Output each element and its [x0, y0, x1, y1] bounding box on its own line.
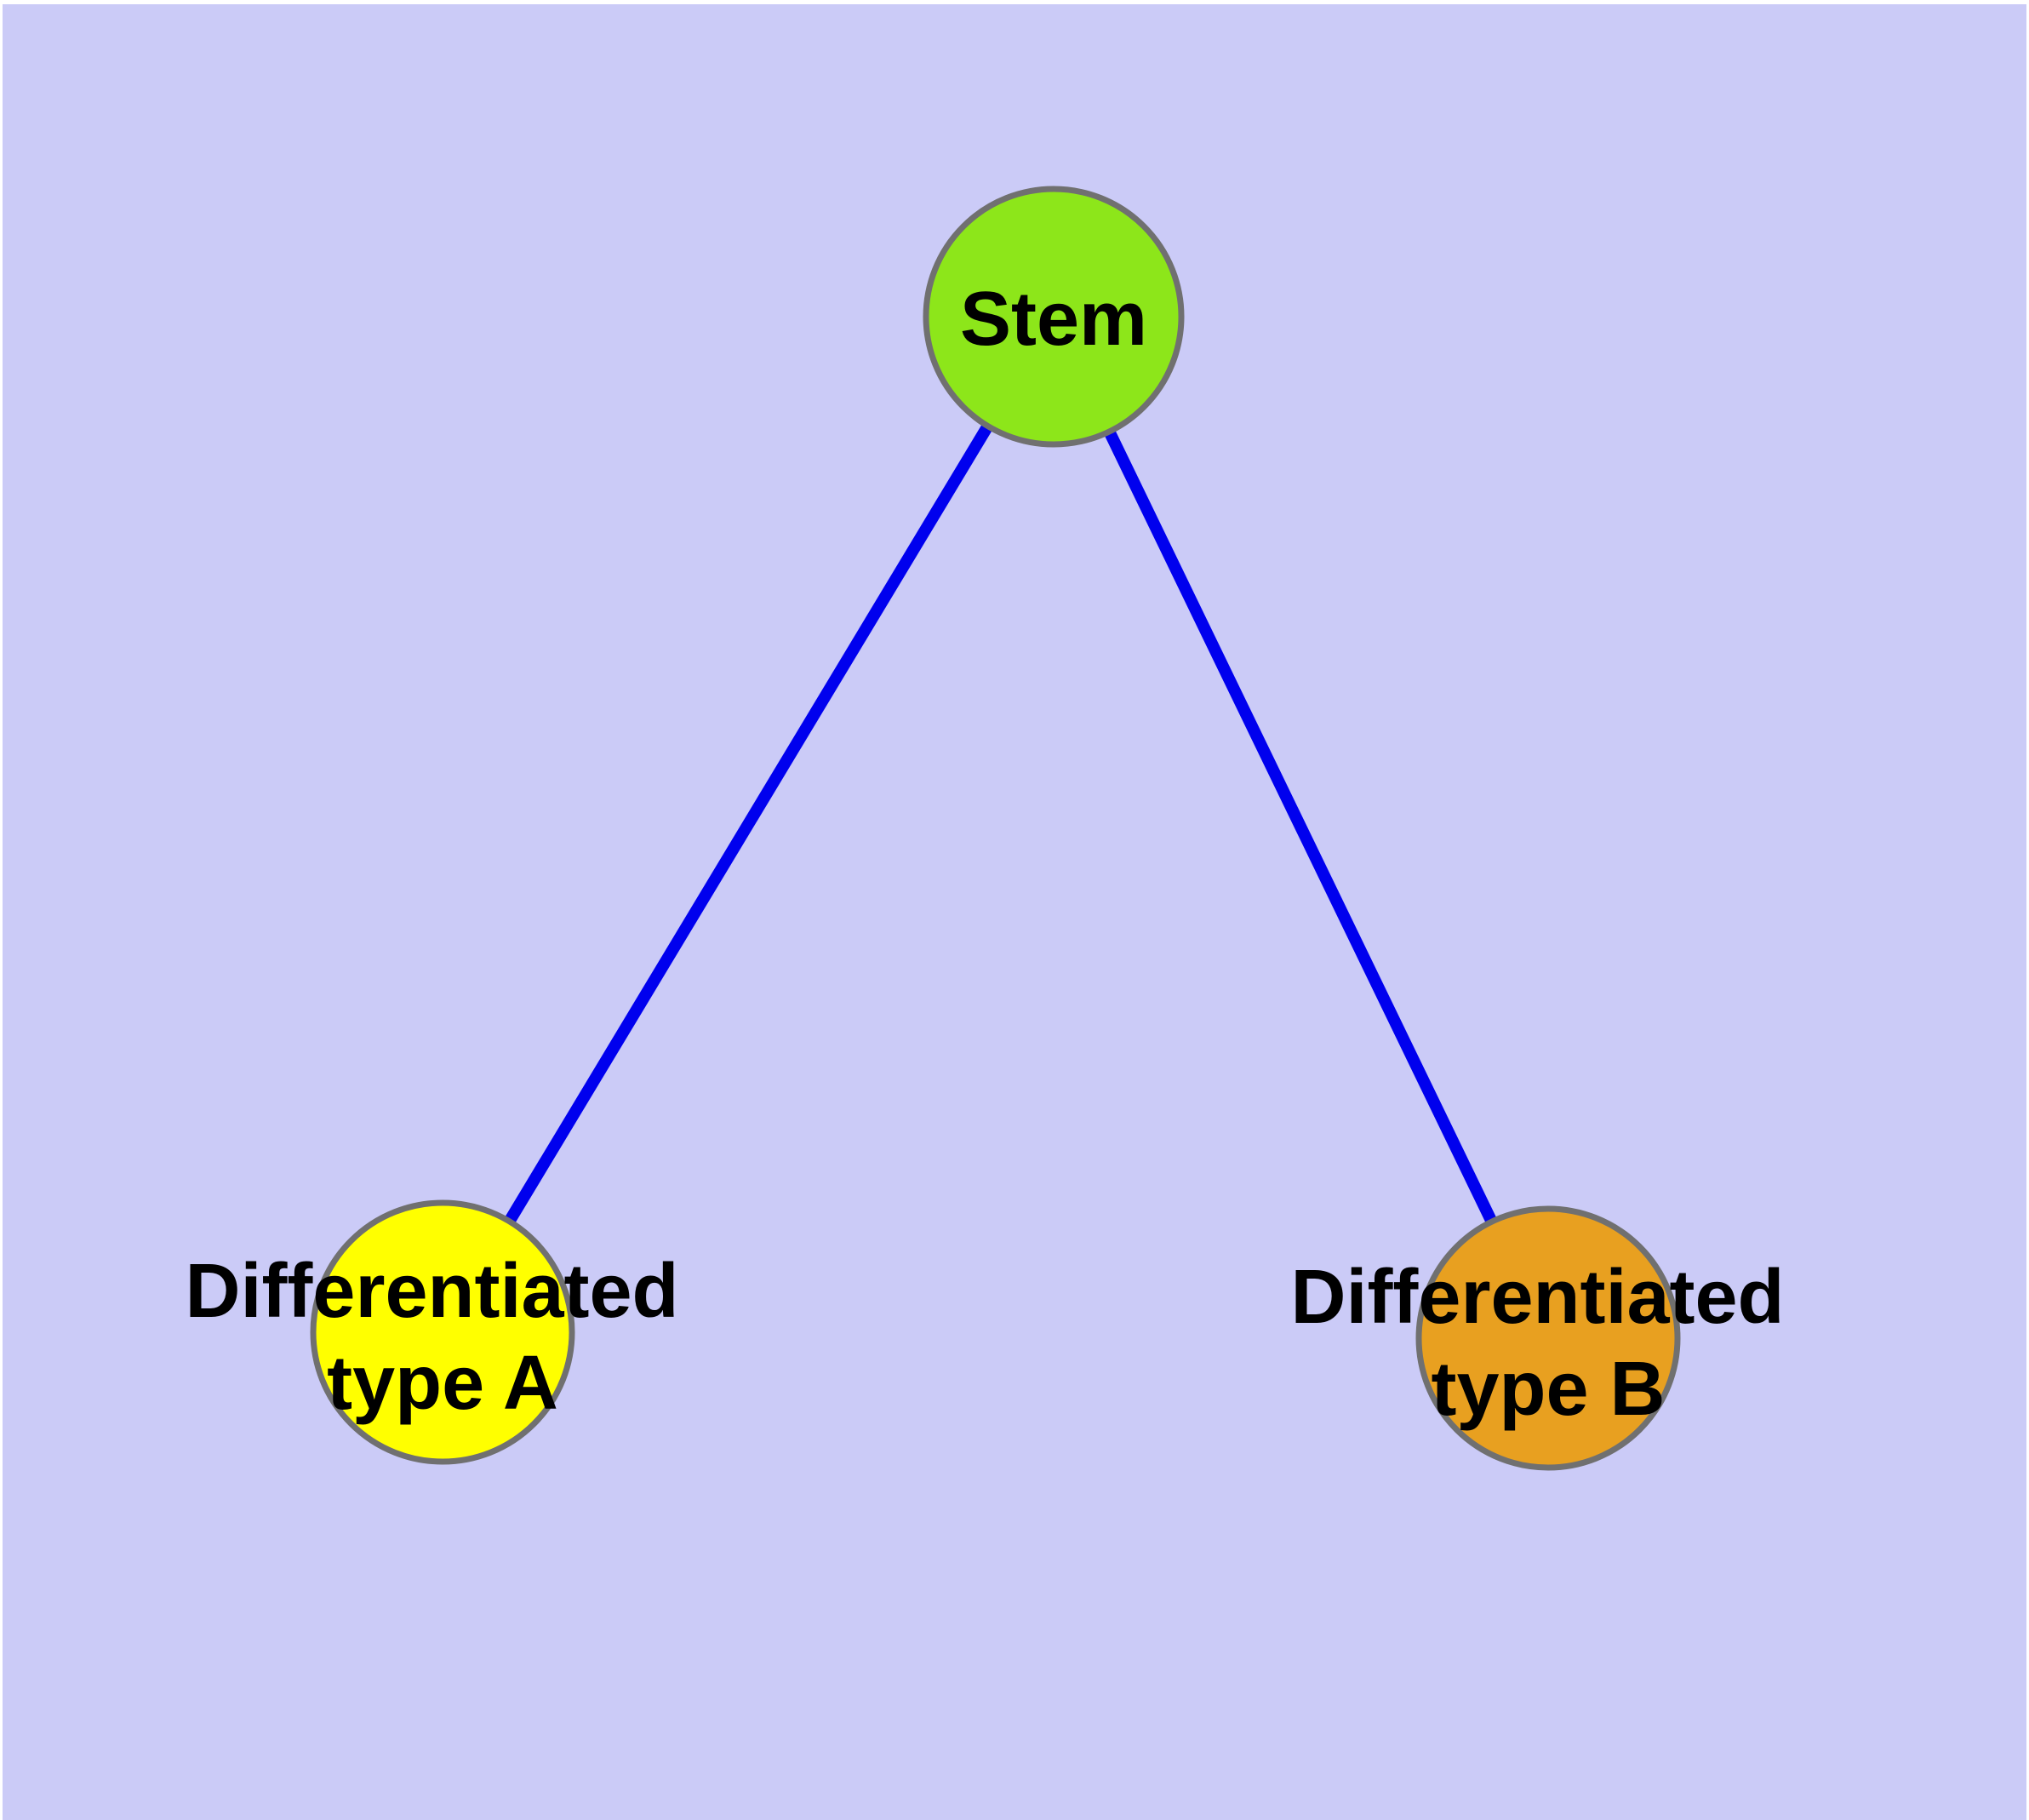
nodes — [310, 186, 1681, 1471]
node-labels: Stem Differentiated type A Differentiate… — [185, 277, 1805, 1432]
node-label-differentiated-type-a: Differentiated type A — [185, 1249, 700, 1426]
edge-stem-to-type-b — [1048, 313, 1554, 1342]
node-label-differentiated-type-b: Differentiated type B — [1290, 1255, 1805, 1432]
node-label-line: type B — [1431, 1347, 1665, 1432]
node-differentiated-type-b — [1415, 1205, 1681, 1471]
node-differentiated-type-a — [310, 1199, 575, 1465]
node-label-line: type A — [327, 1341, 558, 1426]
node-label-stem: Stem — [960, 277, 1147, 362]
node-label-line: Differentiated — [1290, 1255, 1784, 1340]
node-stem — [923, 186, 1185, 448]
edges — [437, 313, 1554, 1342]
edge-stem-to-type-a — [437, 313, 1059, 1336]
node-label-line: Differentiated — [185, 1249, 678, 1334]
